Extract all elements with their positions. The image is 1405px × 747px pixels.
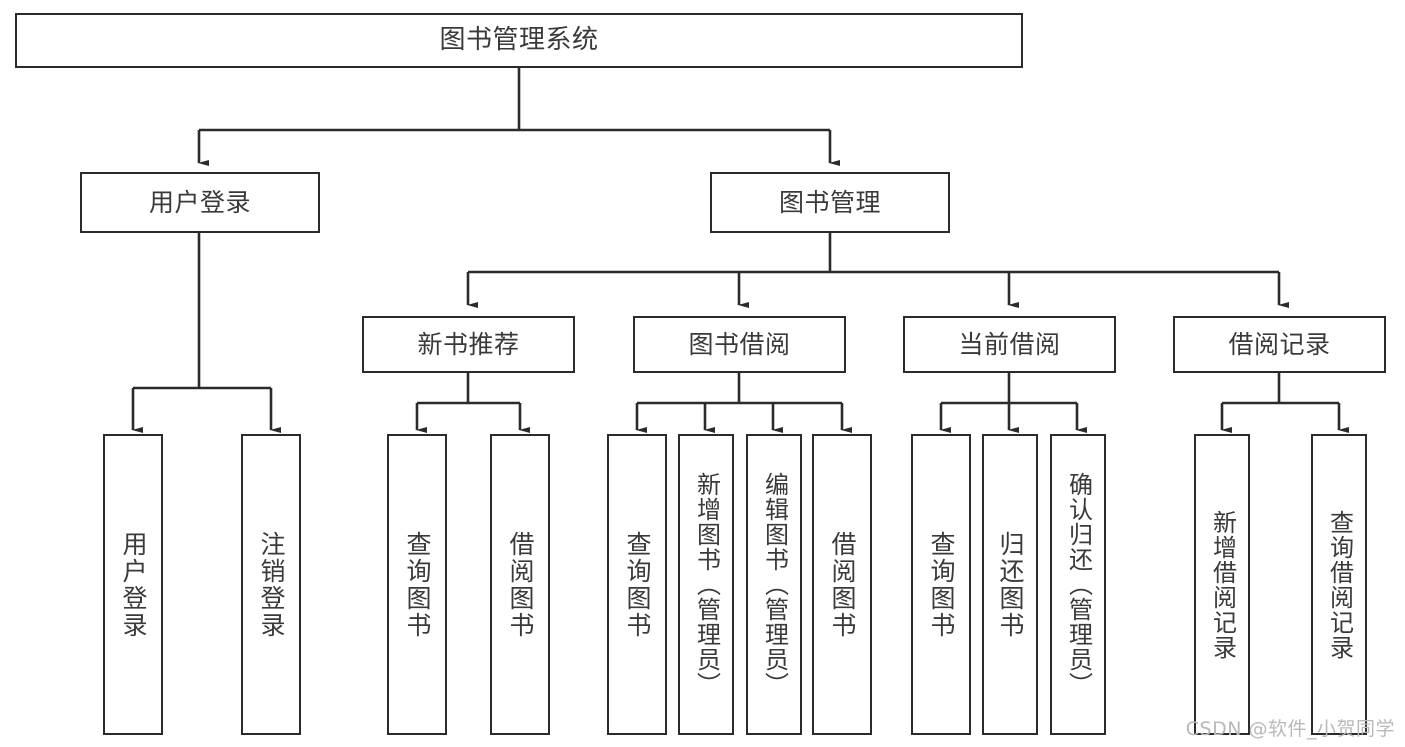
leaf-confirm-return-label: 确认归还（管理员）: [1064, 472, 1093, 697]
leaf-query-book-2-label: 查询图书: [623, 530, 652, 639]
node-user-login[interactable]: 用户登录: [80, 172, 320, 233]
node-book-manage-label: 图书管理: [778, 187, 881, 217]
leaf-query-book-3-label: 查询图书: [927, 530, 956, 639]
leaf-add-book-label: 新增图书（管理员）: [692, 472, 721, 697]
leaf-query-record-label: 查询借阅记录: [1325, 509, 1354, 660]
node-root-system[interactable]: 图书管理系统: [15, 13, 1023, 68]
leaf-borrow-book-1[interactable]: 借阅图书: [490, 434, 550, 735]
leaf-query-record[interactable]: 查询借阅记录: [1311, 434, 1367, 735]
leaf-edit-book[interactable]: 编辑图书（管理员）: [746, 434, 802, 735]
node-new-book-recommend-label: 新书推荐: [417, 329, 520, 359]
leaf-borrow-book-1-label: 借阅图书: [506, 530, 535, 639]
node-borrow-record[interactable]: 借阅记录: [1173, 316, 1386, 373]
leaf-edit-book-label: 编辑图书（管理员）: [760, 472, 789, 697]
leaf-user-login-label: 用户登录: [119, 530, 148, 639]
leaf-logout-login[interactable]: 注销登录: [241, 434, 301, 735]
leaf-query-book-1[interactable]: 查询图书: [387, 434, 447, 735]
leaf-user-login[interactable]: 用户登录: [103, 434, 163, 735]
node-current-borrow-label: 当前借阅: [958, 329, 1061, 359]
node-book-borrow-label: 图书借阅: [688, 329, 791, 359]
node-user-login-label: 用户登录: [148, 187, 251, 217]
leaf-query-book-3[interactable]: 查询图书: [911, 434, 971, 735]
node-root-system-label: 图书管理系统: [439, 25, 599, 56]
leaf-add-record[interactable]: 新增借阅记录: [1194, 434, 1250, 735]
leaf-logout-login-label: 注销登录: [257, 530, 286, 639]
watermark: CSDN @软件_小贺同学: [1185, 718, 1395, 740]
node-borrow-record-label: 借阅记录: [1228, 329, 1331, 359]
leaf-add-book[interactable]: 新增图书（管理员）: [678, 434, 734, 735]
leaf-borrow-book-2-label: 借阅图书: [828, 530, 857, 639]
leaf-return-book[interactable]: 归还图书: [982, 434, 1038, 735]
leaf-add-record-label: 新增借阅记录: [1208, 509, 1237, 660]
node-book-manage[interactable]: 图书管理: [710, 172, 950, 233]
leaf-query-book-1-label: 查询图书: [403, 530, 432, 639]
leaf-borrow-book-2[interactable]: 借阅图书: [812, 434, 872, 735]
node-current-borrow[interactable]: 当前借阅: [903, 316, 1116, 373]
leaf-return-book-label: 归还图书: [996, 530, 1025, 639]
leaf-confirm-return[interactable]: 确认归还（管理员）: [1050, 434, 1106, 735]
leaf-query-book-2[interactable]: 查询图书: [607, 434, 667, 735]
node-book-borrow[interactable]: 图书借阅: [633, 316, 846, 373]
node-new-book-recommend[interactable]: 新书推荐: [362, 316, 575, 373]
